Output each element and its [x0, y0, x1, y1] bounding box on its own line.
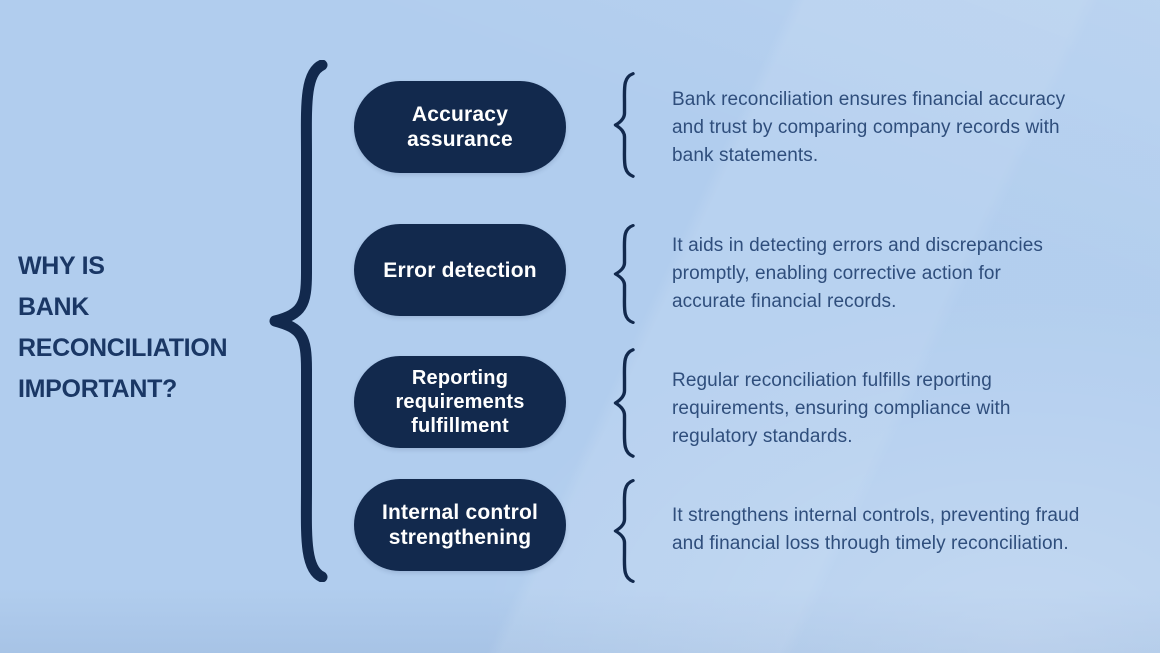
title-line-2: BANK	[18, 293, 90, 321]
pill-label-line: fulfillment	[411, 415, 509, 437]
description-line: and trust by comparing company records w…	[672, 117, 1060, 138]
title-line-3: RECONCILIATION	[18, 334, 228, 362]
description-line: bank statements.	[672, 145, 819, 166]
description-error-detection: It aids in detecting errors and discrepa…	[672, 232, 1150, 316]
title-line-4: IMPORTANT?	[18, 375, 178, 403]
title-line-1: WHY IS	[18, 252, 105, 280]
pill-label-line: Internal control	[381, 501, 539, 524]
description-line: accurate financial records.	[672, 291, 897, 312]
pill-label-line: Accuracy	[411, 103, 509, 126]
pill-reporting-requirements: Reporting requirements fulfillment	[354, 356, 566, 448]
pill-internal-control: Internal control strengthening	[354, 479, 566, 571]
description-internal-control: It strengthens internal controls, preven…	[672, 502, 1150, 558]
pill-label-line: Error detection	[383, 258, 537, 282]
pill-error-detection: Error detection	[354, 224, 566, 316]
pill-label-line: requirements	[395, 391, 525, 413]
description-line: It aids in detecting errors and discrepa…	[672, 235, 1043, 256]
small-curly-brace-icon	[613, 348, 635, 458]
small-curly-brace-icon	[613, 72, 635, 178]
description-line: Bank reconciliation ensures financial ac…	[672, 89, 1066, 110]
description-line: promptly, enabling corrective action for	[672, 263, 1001, 284]
description-line: and financial loss through timely reconc…	[672, 533, 1069, 554]
pill-label-line: strengthening	[388, 526, 532, 549]
page-title: WHY IS BANK RECONCILIATION IMPORTANT?	[18, 246, 228, 410]
pill-label-line: assurance	[407, 128, 513, 151]
description-reporting-requirements: Regular reconciliation fulfills reportin…	[672, 367, 1150, 451]
description-line: It strengthens internal controls, preven…	[672, 505, 1080, 526]
description-accuracy-assurance: Bank reconciliation ensures financial ac…	[672, 86, 1150, 170]
small-curly-brace-icon	[613, 479, 635, 583]
big-curly-brace-icon	[269, 60, 328, 582]
description-line: requirements, ensuring compliance with	[672, 398, 1011, 419]
description-line: Regular reconciliation fulfills reportin…	[672, 370, 992, 391]
pill-label-line: Reporting	[411, 367, 509, 389]
pill-accuracy-assurance: Accuracy assurance	[354, 81, 566, 173]
description-line: regulatory standards.	[672, 426, 853, 447]
small-curly-brace-icon	[613, 223, 635, 325]
